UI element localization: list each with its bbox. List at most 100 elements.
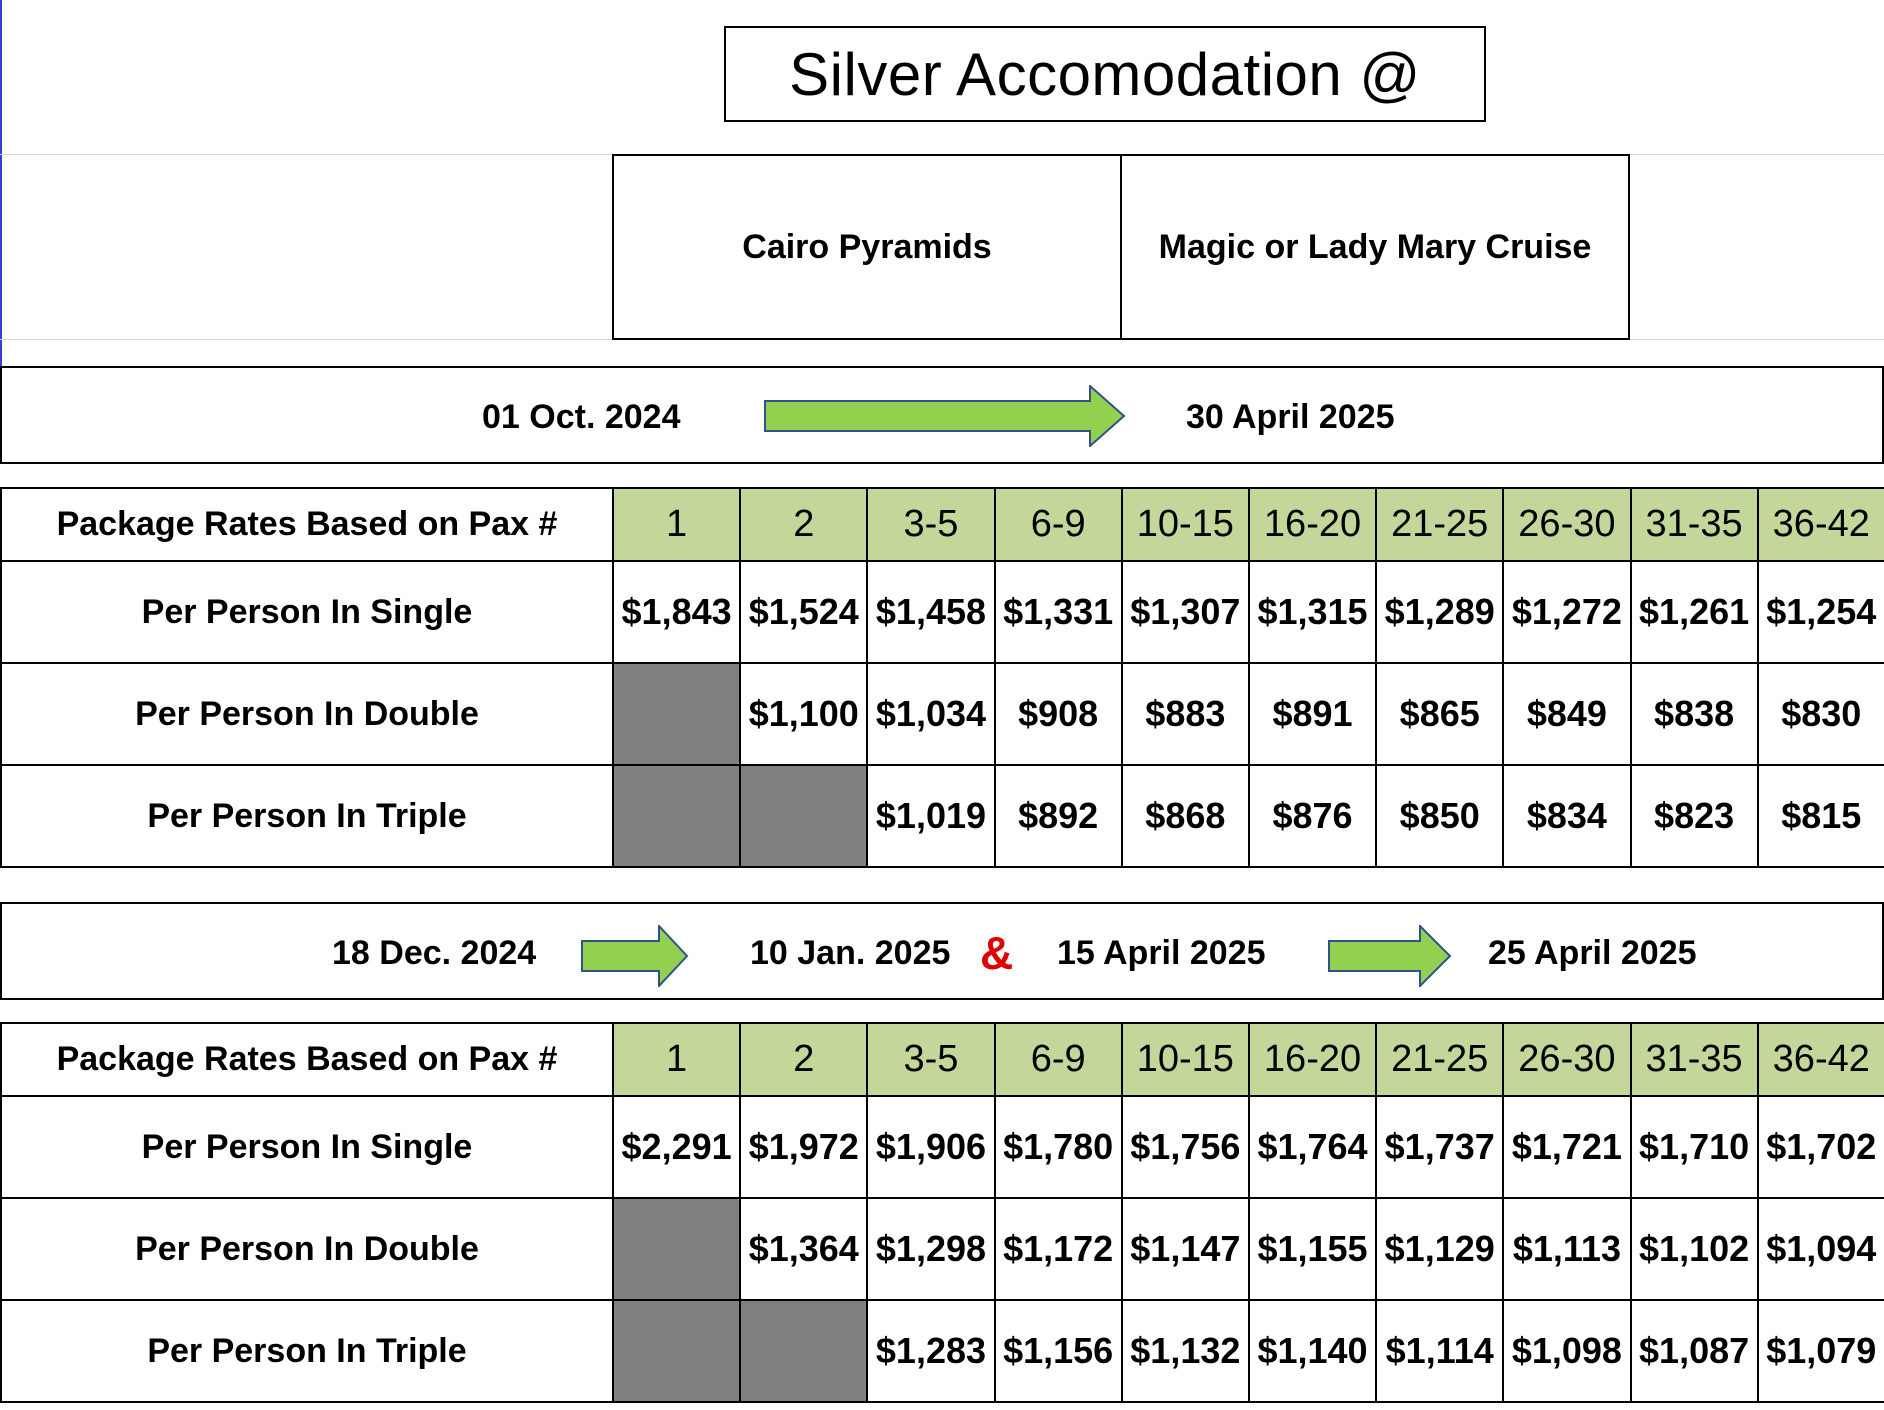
pax-column-header: 3-5	[866, 1022, 996, 1097]
price-cell: $1,094	[1756, 1197, 1884, 1301]
price-cell: $1,307	[1120, 560, 1250, 664]
period-2-end-b: 25 April 2025	[1488, 934, 1697, 972]
pax-column-header: 21-25	[1375, 1022, 1505, 1097]
unavailable-cell	[611, 1197, 742, 1301]
table-row: Per Person In Double$1,100$1,034$908$883…	[0, 662, 1884, 766]
price-cell: $1,113	[1502, 1197, 1632, 1301]
price-cell: $1,780	[993, 1095, 1123, 1199]
hotel-cairo: Cairo Pyramids	[612, 154, 1122, 340]
price-cell: $1,702	[1756, 1095, 1884, 1199]
pax-column-header: 26-30	[1502, 487, 1632, 562]
price-cell: $892	[993, 764, 1123, 868]
pax-column-header: 36-42	[1756, 1022, 1884, 1097]
price-cell: $1,087	[1629, 1299, 1759, 1403]
price-cell: $1,458	[866, 560, 996, 664]
period-2-start-a: 18 Dec. 2024	[332, 934, 537, 972]
price-cell: $2,291	[611, 1095, 742, 1199]
price-cell: $1,315	[1247, 560, 1378, 664]
price-cell: $838	[1629, 662, 1759, 766]
date-range-bar-2: 18 Dec. 2024 10 Jan. 2025 & 15 April 202…	[0, 902, 1884, 1000]
price-cell: $1,098	[1502, 1299, 1632, 1403]
period-2-start-b: 15 April 2025	[1057, 934, 1266, 972]
price-cell: $1,114	[1375, 1299, 1505, 1403]
price-cell: $1,283	[866, 1299, 996, 1403]
unavailable-cell	[611, 1299, 742, 1403]
price-cell: $1,843	[611, 560, 742, 664]
price-cell: $1,364	[739, 1197, 869, 1301]
hotel-cruise: Magic or Lady Mary Cruise	[1120, 154, 1630, 340]
price-cell: $1,906	[866, 1095, 996, 1199]
period-1-start: 01 Oct. 2024	[482, 398, 681, 436]
sheet-left-border	[0, 0, 2, 370]
price-cell: $1,172	[993, 1197, 1123, 1301]
page-title: Silver Accomodation @	[724, 26, 1486, 122]
pax-column-header: 10-15	[1120, 1022, 1250, 1097]
pax-column-header: 6-9	[993, 1022, 1123, 1097]
pax-column-header: 1	[611, 1022, 742, 1097]
table-row: Per Person In Triple $1,019$892$868$876 $8…	[0, 764, 1884, 868]
price-cell: $849	[1502, 662, 1632, 766]
pax-column-header: 31-35	[1629, 487, 1759, 562]
price-cell: $865	[1375, 662, 1505, 766]
pax-column-header: 26-30	[1502, 1022, 1632, 1097]
pax-column-header: 16-20	[1247, 1022, 1378, 1097]
price-cell: $1,289	[1375, 560, 1505, 664]
date-range-bar-1: 01 Oct. 2024 30 April 2025	[0, 366, 1884, 464]
table-row: Per Person In Triple$1,283$1,156$1,132$1…	[0, 1299, 1884, 1403]
row-label: Per Person In Triple	[0, 764, 614, 868]
pax-column-header: 21-25	[1375, 487, 1505, 562]
price-cell: $1,132	[1120, 1299, 1250, 1403]
period-1-end: 30 April 2025	[1186, 398, 1395, 436]
header-label: Package Rates Based on Pax #	[0, 1022, 614, 1097]
price-cell: $883	[1120, 662, 1250, 766]
pax-column-header: 2	[739, 1022, 869, 1097]
price-cell: $834	[1502, 764, 1632, 868]
price-cell: $1,034	[866, 662, 996, 766]
price-cell: $876	[1247, 764, 1378, 868]
right-arrow-icon	[581, 925, 689, 987]
pax-column-header: 1	[611, 487, 742, 562]
price-cell: $1,721	[1502, 1095, 1632, 1199]
pax-column-header: 16-20	[1247, 487, 1378, 562]
unavailable-cell	[611, 662, 742, 766]
table-row: Per Person In Double$1,364$1,298$1,172$1…	[0, 1197, 1884, 1301]
price-cell: $823	[1629, 764, 1759, 868]
price-cell: $815	[1756, 764, 1884, 868]
unavailable-cell	[739, 764, 869, 868]
period-2-end-a: 10 Jan. 2025	[750, 934, 951, 972]
table-row: Per Person In Single$2,291$1,972$1,906$1…	[0, 1095, 1884, 1199]
price-cell: $1,147	[1120, 1197, 1250, 1301]
price-cell: $868	[1120, 764, 1250, 868]
row-label: Per Person In Double	[0, 662, 614, 766]
row-label: Per Person In Single	[0, 560, 614, 664]
price-cell: $1,261	[1629, 560, 1759, 664]
price-cell: $1,764	[1247, 1095, 1378, 1199]
pax-column-header: 2	[739, 487, 869, 562]
pax-column-header: 31-35	[1629, 1022, 1759, 1097]
price-cell: $1,737	[1375, 1095, 1505, 1199]
pax-column-header: 3-5	[866, 487, 996, 562]
price-cell: $830	[1756, 662, 1884, 766]
unavailable-cell	[739, 1299, 869, 1403]
price-cell: $1,156	[993, 1299, 1123, 1403]
pax-column-header: 10-15	[1120, 487, 1250, 562]
price-cell: $891	[1247, 662, 1378, 766]
row-label: Per Person In Single	[0, 1095, 614, 1199]
price-cell: $1,331	[993, 560, 1123, 664]
price-cell: $1,524	[739, 560, 869, 664]
price-cell: $1,100	[739, 662, 869, 766]
row-label: Per Person In Double	[0, 1197, 614, 1301]
right-arrow-icon	[1328, 925, 1452, 987]
price-cell: $1,019	[866, 764, 996, 868]
price-cell: $1,079	[1756, 1299, 1884, 1403]
price-cell: $1,298	[866, 1197, 996, 1301]
price-cell: $1,102	[1629, 1197, 1759, 1301]
ampersand-joiner: &	[980, 927, 1014, 979]
price-cell: $1,129	[1375, 1197, 1505, 1301]
price-cell: $1,756	[1120, 1095, 1250, 1199]
table-row: Per Person In Single$1,843$1,524$1,458$1…	[0, 560, 1884, 664]
